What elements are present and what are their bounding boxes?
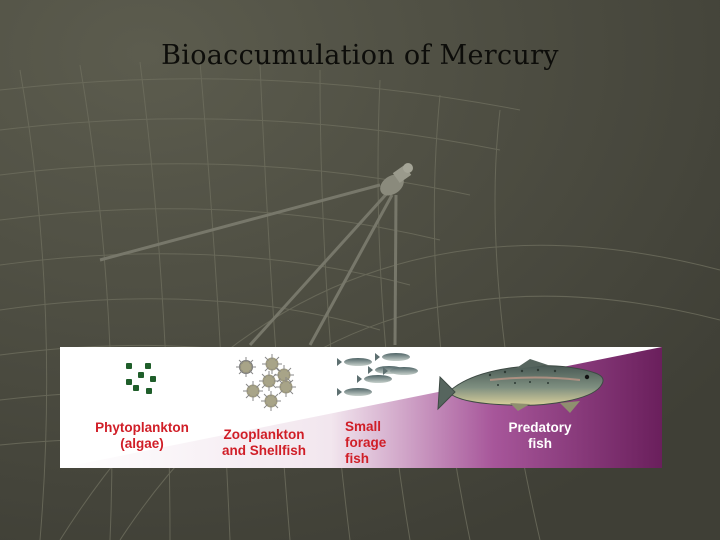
algae-dots-icon [126,363,156,394]
stage-label-phytoplankton: Phytoplankton (algae) [95,420,189,451]
antenna-struts [99,183,398,347]
food-chain-strip: Phytoplankton (algae) Zooplankton and Sh… [60,347,662,468]
zooplankton-icon [236,354,296,411]
slide-title: Bioaccumulation of Mercury [161,40,559,71]
antenna-feed-icon [380,163,413,196]
stage-label-zooplankton: Zooplankton and Shellfish [221,427,306,458]
stage-label-small-forage-fish: Small forage fish [345,419,387,466]
trout-icon [437,359,604,413]
small-fish-icon [337,353,418,396]
dish-grid [0,61,720,540]
stage-label-predatory-fish: Predatory fish [508,420,572,451]
